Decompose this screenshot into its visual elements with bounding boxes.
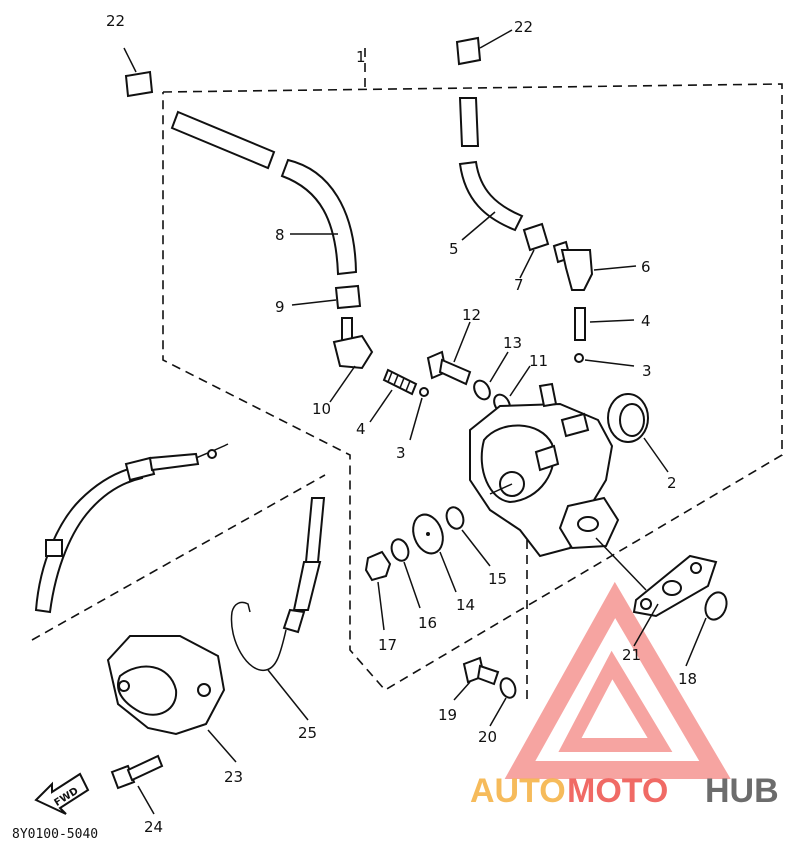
callout-11: 11: [529, 352, 548, 370]
callout-21: 21: [622, 646, 641, 664]
callout-4-right: 4: [641, 312, 651, 330]
callout-16: 16: [418, 614, 437, 632]
oil-pump-cable-part-25: [230, 497, 326, 721]
watermark-part-moto: MOTO: [567, 772, 668, 810]
elbow-fitting-part-6: [552, 240, 637, 291]
callout-2: 2: [667, 474, 677, 492]
hose-part-8: [170, 110, 358, 276]
callout-3-left: 3: [396, 444, 406, 462]
ball-part-3-right: [574, 353, 635, 367]
elbow-fitting-part-10: [329, 317, 374, 403]
washer-part-16: [390, 538, 421, 609]
callout-22-right: 22: [514, 18, 533, 36]
spring-part-4-right: [574, 307, 635, 341]
watermark-part-hub: HUB: [705, 772, 779, 810]
forward-direction-arrow-icon: FWD: [34, 772, 90, 815]
screw-part-24: [110, 754, 164, 815]
cap-part-22-right: [455, 29, 513, 66]
ball-part-3-left: [409, 387, 429, 441]
callout-1: 1: [356, 48, 366, 66]
gasket-part-21: [595, 537, 718, 647]
callout-12: 12: [462, 306, 481, 324]
nut-part-17: [364, 550, 392, 631]
watermark-logo-icon: [504, 581, 731, 779]
callout-labels: 22 22 1 8 9 10 5 7 6 4 3 12 13 11 4 3 2 …: [106, 12, 697, 836]
callout-20: 20: [478, 728, 497, 746]
oil-pump-body-part-1: [469, 382, 620, 558]
callout-17: 17: [378, 636, 397, 654]
callout-6: 6: [641, 258, 651, 276]
bolt-part-12: [426, 321, 472, 386]
washer-part-13: [473, 351, 509, 401]
hose-part-5: [458, 97, 524, 241]
callout-23: 23: [224, 768, 243, 786]
clamp-part-9: [291, 284, 362, 310]
callout-3-right: 3: [642, 362, 652, 380]
callout-24: 24: [144, 818, 163, 836]
callout-8: 8: [275, 226, 285, 244]
callout-25: 25: [298, 724, 317, 742]
clamp-part-7: [519, 222, 550, 279]
callout-15: 15: [488, 570, 507, 588]
oil-seal-part-2: [607, 393, 669, 473]
pump-cover-part-23: [106, 635, 237, 763]
washer-part-20: [489, 677, 517, 727]
callout-7: 7: [514, 276, 524, 294]
callout-22-left: 22: [106, 12, 125, 30]
assembly-outline: [31, 48, 783, 700]
callout-14: 14: [456, 596, 475, 614]
callout-4-left: 4: [356, 420, 366, 438]
bolt-part-19: [453, 656, 500, 701]
callout-5: 5: [449, 240, 459, 258]
callout-13: 13: [503, 334, 522, 352]
watermark-part-auto: AUTO: [470, 772, 566, 810]
cap-part-22-left: [123, 47, 154, 98]
plate-part-14: [412, 513, 457, 593]
callout-18: 18: [678, 670, 697, 688]
o-ring-part-18: [685, 591, 728, 667]
diagram-code: 8Y0100-5040: [12, 827, 98, 842]
washer-part-15: [445, 506, 491, 567]
throttle-cable-assembly: [34, 443, 229, 614]
callout-19: 19: [438, 706, 457, 724]
spring-part-4-left: [369, 368, 418, 423]
watermark-text: AUTO MOTO HUB: [470, 772, 779, 810]
callout-10: 10: [312, 400, 331, 418]
callout-9: 9: [275, 298, 285, 316]
